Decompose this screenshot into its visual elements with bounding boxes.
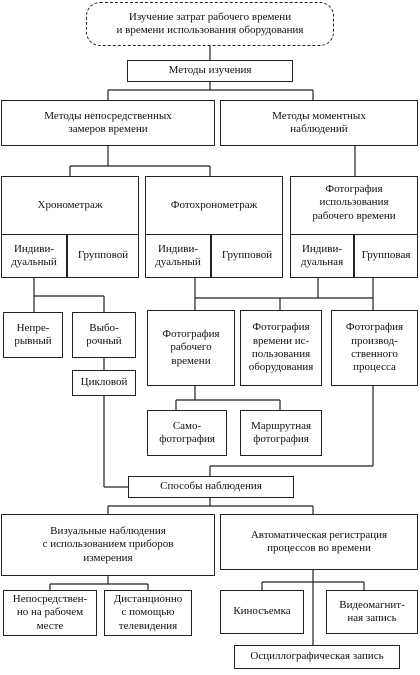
direct-methods-node: Методы непосредственных замеров времени xyxy=(1,100,215,146)
title-node: Изучение затрат рабочего времени и време… xyxy=(86,2,334,46)
visual-observation-node: Визуальные наблюдения с использованием п… xyxy=(1,514,215,576)
methods-node: Методы изучения xyxy=(127,60,293,82)
process-photography-node: Фотография производ- ственного процесса xyxy=(331,310,418,386)
worktime-photo-individual-node: Индиви- дуальная xyxy=(290,234,354,278)
photochronometry-group-node: Групповой xyxy=(211,234,283,278)
film-recording-node: Киносъемка xyxy=(220,590,304,634)
route-photography-node: Маршрутная фотография xyxy=(240,410,322,456)
selective-node: Выбо- рочный xyxy=(72,312,136,358)
chronometry-group-node: Групповой xyxy=(67,234,139,278)
remote-tv-node: Дистанционно с помощью телевидения xyxy=(104,590,192,636)
equipment-photography-node: Фотография времени ис- пользования обору… xyxy=(240,310,322,386)
automatic-registration-node: Автоматическая регистрация процессов во … xyxy=(220,514,418,570)
self-photography-node: Само- фотография xyxy=(147,410,227,456)
photochronometry-individual-node: Индиви- дуальный xyxy=(145,234,211,278)
at-workplace-node: Непосредствен- но на рабочем месте xyxy=(3,590,97,636)
observation-methods-node: Способы наблюдения xyxy=(128,476,294,498)
moment-methods-node: Методы моментных наблюдений xyxy=(220,100,418,146)
worktime-photography-node: Фотография рабочего времени xyxy=(147,310,235,386)
cyclic-node: Цикловой xyxy=(72,370,136,396)
worktime-photo-group-node: Групповая xyxy=(354,234,418,278)
chronometry-individual-node: Индиви- дуальный xyxy=(1,234,67,278)
oscillograph-recording-node: Осциллографическая запись xyxy=(234,645,400,669)
video-recording-node: Видеомагнит- ная запись xyxy=(326,590,418,634)
continuous-node: Непре- рывный xyxy=(3,312,63,358)
